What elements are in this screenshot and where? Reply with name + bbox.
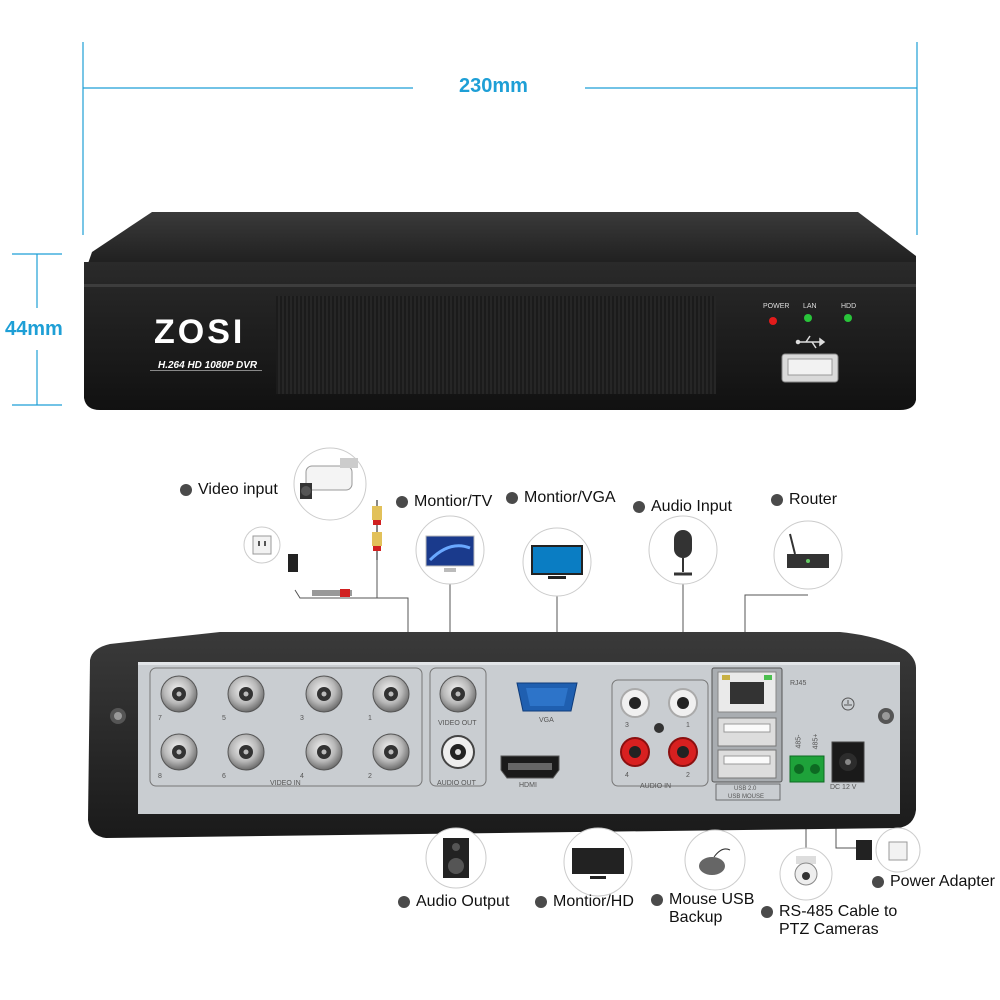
bullet-dot [506, 492, 518, 504]
power-led [769, 317, 777, 325]
callout-text: RS-485 Cable to PTZ Cameras [779, 903, 898, 938]
speaker-icon [425, 827, 487, 889]
bullet-dot [633, 501, 645, 513]
width-dimension-label: 230mm [459, 75, 528, 97]
rj45-label: RJ45 [790, 680, 807, 687]
led-label-lan: LAN [803, 303, 817, 310]
audio-number: 1 [686, 722, 690, 729]
height-dimension-label: 44mm [5, 318, 63, 340]
tv-cable [288, 500, 382, 597]
callout-text: Power Adapter [890, 873, 995, 890]
callout-text: Audio Input [651, 498, 732, 515]
vga-port [516, 682, 578, 712]
monitor-hd-icon [563, 827, 633, 897]
callout-text: Router [789, 491, 838, 508]
monitor-vga-icon [522, 527, 592, 597]
bullet-dot [535, 896, 547, 908]
bnc-number: 1 [368, 715, 372, 722]
lan-led [804, 314, 812, 322]
callout-audio-input: Audio Input [633, 498, 732, 516]
rear-screws [110, 708, 894, 724]
hdmi-label: HDMI [519, 782, 537, 789]
callout-text: Montior/HD [553, 893, 634, 910]
audio-in-group [611, 679, 709, 787]
dc-power-jack [831, 741, 865, 783]
callout-video-input: Video input [180, 481, 278, 499]
video-in-label: VIDEO IN [270, 780, 301, 787]
bnc-connectors [160, 675, 410, 771]
bnc-number: 7 [158, 715, 162, 722]
bnc-number: 3 [300, 715, 304, 722]
bnc-number: 8 [158, 773, 162, 780]
cctv-camera-icon [293, 447, 367, 521]
dc-label: DC 12 V [830, 784, 857, 791]
vga-label: VGA [539, 717, 554, 724]
callout-power-adapter: Power Adapter [872, 873, 995, 891]
network-usb-group [711, 667, 783, 801]
bnc-number: 5 [222, 715, 226, 722]
callout-text: Audio Output [416, 893, 510, 910]
ground-icon [841, 697, 855, 711]
model-label: H.264 HD 1080P DVR [158, 360, 258, 371]
bnc-number: 6 [222, 773, 226, 780]
microphone-icon [648, 515, 718, 585]
bullet-dot [651, 894, 663, 906]
led-label-power: POWER [763, 303, 790, 310]
callout-audio-output: Audio Output [398, 893, 509, 911]
bullet-dot [398, 896, 410, 908]
power-adapter-icon [856, 827, 921, 873]
bnc-number: 4 [300, 773, 304, 780]
bnc-number: 2 [368, 773, 372, 780]
bullet-dot [761, 906, 773, 918]
callout-mouse-usb: Mouse USB Backup [651, 891, 754, 927]
monitor-tv-icon [415, 515, 485, 585]
audio-number: 2 [686, 772, 690, 779]
callout-text: Video input [198, 481, 278, 498]
callout-text: Mouse USB Backup [669, 891, 755, 926]
callout-router: Router [771, 491, 837, 509]
callout-text: Montior/VGA [524, 489, 616, 506]
callout-rs485: RS-485 Cable to PTZ Cameras [761, 903, 897, 939]
wall-outlet-icon [243, 526, 281, 564]
hdd-led [844, 314, 852, 322]
audio-number: 4 [625, 772, 629, 779]
usb-mouse-label: USB MOUSE [728, 794, 765, 800]
brand-logo: ZOSI [154, 313, 246, 351]
callout-monitor-vga: Montior/VGA [506, 489, 616, 507]
router-icon [773, 520, 843, 590]
video-out-label: VIDEO OUT [438, 720, 477, 727]
callout-text: Montior/TV [414, 493, 493, 510]
audio-out-label: AUDIO OUT [437, 780, 476, 787]
bullet-dot [872, 876, 884, 888]
hdmi-port [500, 755, 560, 779]
rs485-terminal [789, 755, 825, 783]
ptz-camera-icon [779, 847, 833, 901]
bullet-dot [180, 484, 192, 496]
callout-monitor-hd: Montior/HD [535, 893, 634, 911]
usb-label: USB 2.0 [734, 786, 757, 792]
led-indicators [769, 314, 852, 325]
bullet-dot [396, 496, 408, 508]
bullet-dot [771, 494, 783, 506]
usb-icon [795, 335, 826, 349]
video-in-group [149, 667, 423, 787]
front-usb-port [781, 353, 839, 383]
audio-number: 3 [625, 722, 629, 729]
video-audio-out-group [429, 667, 487, 787]
led-label-hdd: HDD [841, 303, 857, 310]
callout-monitor-tv: Montior/TV [396, 493, 492, 511]
mouse-icon [684, 829, 746, 891]
audio-in-label: AUDIO IN [640, 783, 672, 790]
